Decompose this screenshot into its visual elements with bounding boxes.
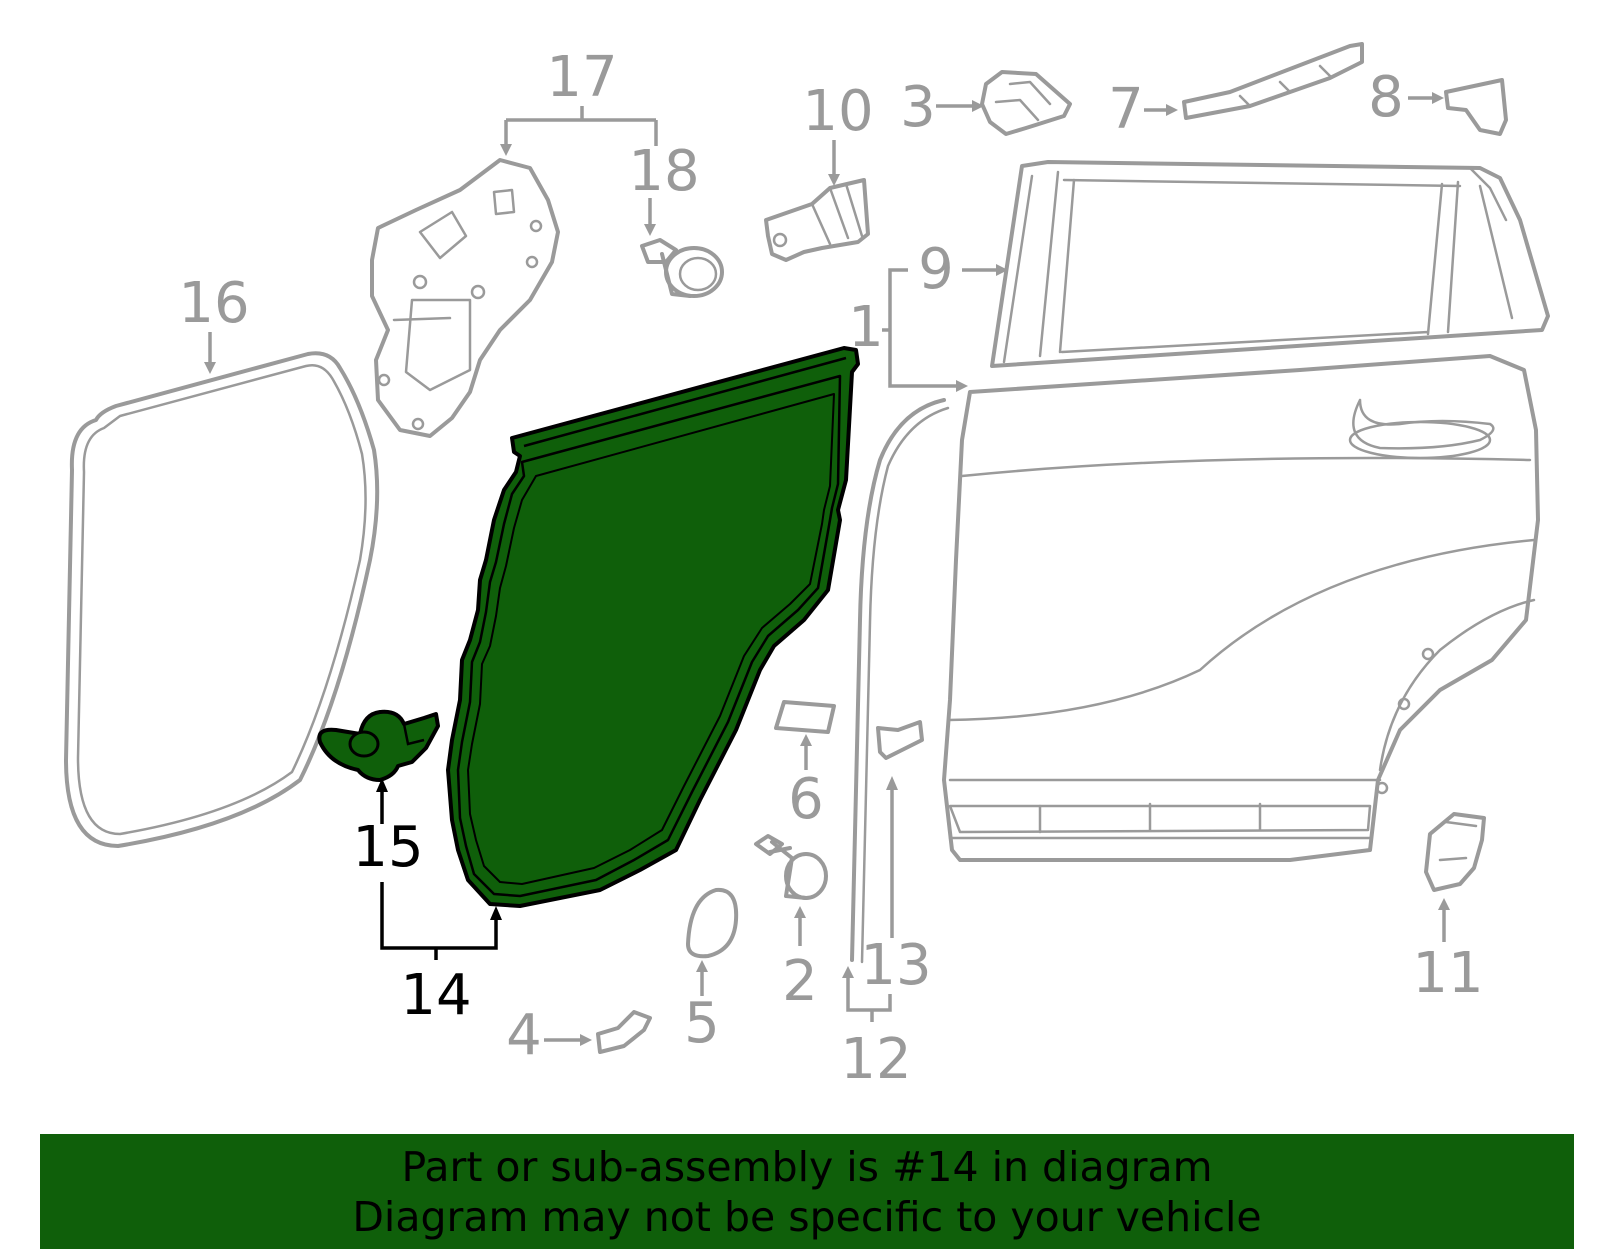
part-1-door-shell [942,354,1540,862]
part-16-weatherstrip [64,351,380,848]
callout-12: 12 [840,1027,911,1092]
callout-1: 1 [848,295,884,360]
part-18-clip [640,238,724,298]
parts-diagram: 17 18 10 3 7 8 9 1 16 6 15 13 2 11 14 5 … [64,42,1550,1092]
callout-5: 5 [684,991,720,1056]
callout-16: 16 [178,271,249,336]
part-9-window-frame [990,160,1550,368]
part-11-cap [1424,812,1486,892]
callout-11: 11 [1412,941,1483,1006]
part-8-cap [1444,78,1508,136]
part-10-bracket [764,178,870,262]
banner-line-1: Part or sub-assembly is #14 in diagram [401,1142,1213,1191]
callout-15: 15 [352,815,423,880]
callout-7: 7 [1108,77,1144,142]
part-17-door-lock [370,158,560,438]
leader-lines [204,92,1450,1046]
callout-17: 17 [546,45,617,110]
info-banner: Part or sub-assembly is #14 in diagram D… [40,1134,1574,1249]
callout-13: 13 [860,933,931,998]
part-15-grommet [317,709,440,782]
callout-2: 2 [782,949,818,1014]
callout-8: 8 [1368,65,1404,130]
part-13-clip [876,720,924,760]
part-14-door-weatherstrip [446,346,860,908]
part-3-bracket [980,70,1072,136]
callout-3: 3 [900,75,936,140]
part-5-plug [686,887,739,959]
callout-9: 9 [918,237,954,302]
part-2-bumper [754,834,828,900]
part-12-seal-strip [850,398,950,964]
banner-line-2: Diagram may not be specific to your vehi… [352,1192,1262,1241]
callout-4: 4 [506,1003,542,1068]
callout-18: 18 [628,139,699,204]
part-7-moulding [1182,42,1364,120]
callout-labels: 17 18 10 3 7 8 9 1 16 6 15 13 2 11 14 5 … [178,45,1483,1092]
part-4-clip [596,1010,652,1054]
part-6-pad [774,700,836,734]
callout-6: 6 [788,767,824,832]
callout-14: 14 [400,963,471,1028]
callout-10: 10 [802,79,873,144]
